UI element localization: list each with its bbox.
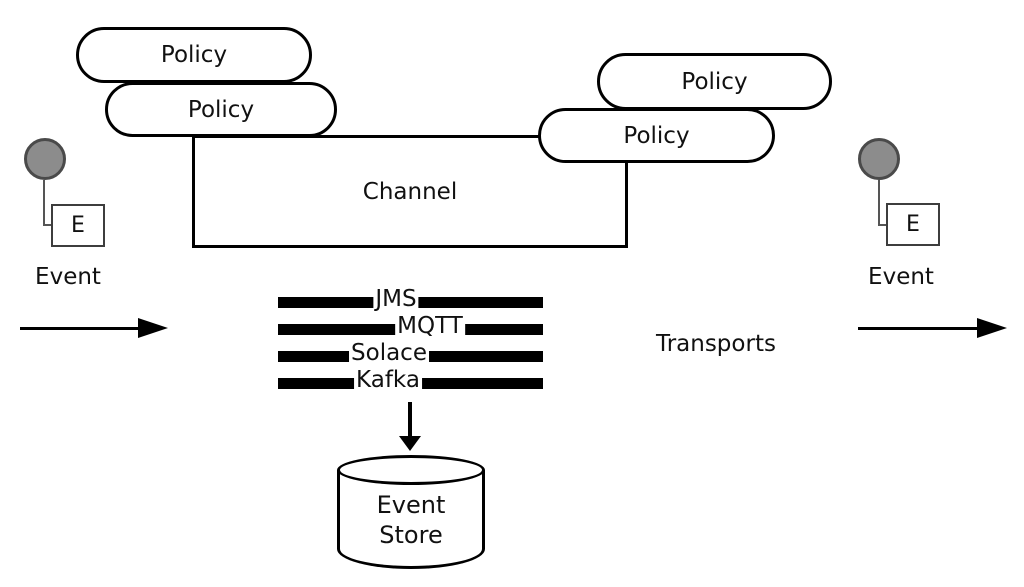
event-label-right: Event [868,264,934,290]
event-pin-stem [43,180,45,226]
policy-label: Policy [160,42,228,68]
event-marker-box: E [51,204,105,247]
event-pin-stem [878,224,887,226]
event-marker-circle-icon [24,138,66,180]
event-store-label-line2: Store [379,521,443,549]
policy-label: Policy [623,122,690,149]
channel-label: Channel [362,178,458,205]
transport-label-jms: JMS [373,286,419,312]
transport-label-kafka: Kafka [354,367,422,393]
event-store-label-line1: Event [376,491,446,519]
policy-label: Policy [681,68,748,95]
policy-node-top-right-back: Policy [597,53,832,110]
event-pin-stem [43,224,52,226]
arrow-head-icon [138,318,168,338]
policy-node-top-left-back: Policy [76,27,312,83]
arrow-line [20,327,139,330]
arrow-line [858,327,978,330]
transport-label-mqtt: MQTT [395,313,465,339]
cylinder-body [337,470,485,569]
arrow-head-icon [977,318,1007,338]
arrow-head-icon [399,436,421,451]
transport-label-solace: Solace [349,340,429,366]
event-marker-letter: E [906,212,920,237]
transports-caption: Transports [656,331,776,357]
event-store-label: Event Store [337,490,485,550]
policy-node-top-left-front: Policy [105,82,337,137]
event-marker-box: E [886,203,940,246]
policy-node-top-right-front: Policy [538,108,775,163]
policy-label: Policy [187,96,255,123]
event-pin-stem [878,180,880,226]
event-marker-circle-icon [858,138,900,180]
event-marker-letter: E [71,213,85,238]
arrow-line [408,402,412,436]
event-label-left: Event [35,264,101,290]
cylinder-top-ellipse [337,455,485,485]
